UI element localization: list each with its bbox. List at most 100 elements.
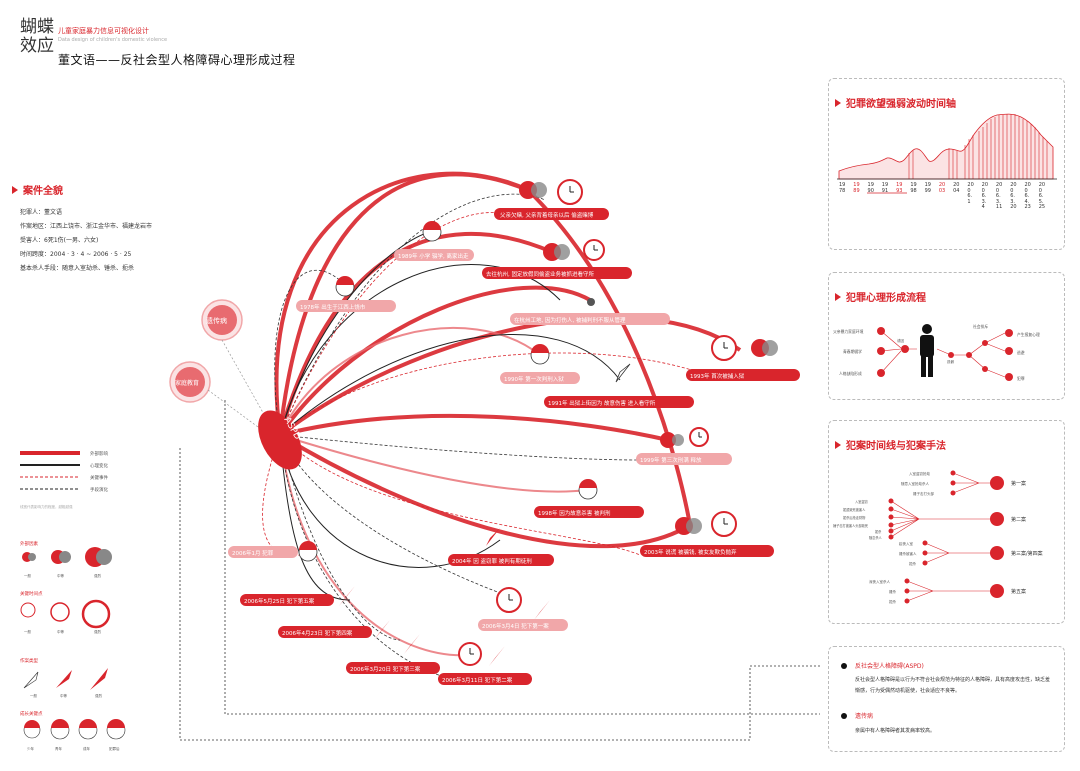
curve — [279, 434, 351, 601]
clock-icon — [20, 602, 36, 618]
head-icon — [78, 719, 98, 740]
case-info: 犯罪人：董文语 作案地区：江西上饶市、浙江金华市、福建龙岩市 受害人：6死1伤(… — [20, 206, 152, 276]
flow-title: 犯罪心理形成流程 — [835, 289, 926, 304]
genetic-label: 遗传病 — [206, 316, 227, 325]
genetic-title: 遗传病 — [855, 713, 874, 720]
case-line: 基本杀人手段：随意入室劫杀、锤杀、扼杀 — [20, 265, 135, 272]
flow-label: 父亲暴力家庭环境 — [833, 329, 864, 334]
event-label: 1990年 第一次判刑入狱 — [504, 375, 564, 383]
case-label: 第五案 — [1011, 588, 1026, 595]
curve — [279, 434, 589, 493]
method-label: 锤子击打被害人头部致死 — [833, 523, 869, 528]
curve — [279, 434, 521, 601]
method-label: 扼颈致死被害人 — [843, 507, 866, 512]
curve — [278, 433, 692, 549]
event-label-bg — [448, 554, 554, 566]
method-label: 入室盗窃 — [855, 499, 868, 504]
marker-grey — [672, 434, 684, 446]
legend-item: 成年 — [83, 746, 90, 751]
timeline-chart — [837, 113, 1057, 194]
curve — [279, 434, 641, 556]
event-label: 2006年3月4日 犯下第一案 — [482, 622, 549, 630]
event-label-bg — [640, 545, 774, 557]
event-label-bg — [636, 453, 732, 465]
flow-dots — [877, 327, 1013, 381]
timeline-year-tick: 2006.1 — [967, 182, 974, 205]
knife-icon — [56, 670, 72, 688]
legend-group-title: 外部因素 — [20, 540, 38, 547]
event-label: 2003年 说谎 被骗钱, 被女友欺负抛弃 — [644, 548, 737, 556]
family-label: 家庭教育 — [175, 379, 199, 387]
marker-grey — [686, 518, 702, 534]
event-label: 1999年 第三次刑满 释放 — [640, 456, 702, 464]
knife-icons — [339, 363, 631, 666]
event-label: 1993年 首次被捕入狱 — [690, 372, 745, 380]
curve — [526, 188, 692, 526]
knife-icon — [489, 646, 505, 666]
legend: 外部影响 心理变化 关键事件 手段演化 线宽代表影响力的程度，越粗越强 外部因素… — [20, 450, 126, 751]
head-icon — [23, 720, 41, 739]
knife-icon — [90, 668, 108, 690]
timeline-year-tick: 2006.3.11 — [995, 182, 1003, 210]
clock-icon — [50, 602, 70, 622]
event-label-bg — [500, 372, 580, 384]
aspd-node[interactable] — [249, 403, 311, 476]
method-label: 扼杀 — [909, 561, 917, 566]
bullet-dot — [841, 713, 847, 719]
method-label: 随意杀人 — [869, 535, 883, 540]
event-label: 2006年5月25日 犯下第五案 — [244, 597, 315, 605]
case-line: 时间跨度：2004 · 3 · 4 ~ 2006 · 5 · 25 — [20, 251, 132, 258]
timeline-year-tick: 1998 — [910, 182, 917, 194]
timeline-year-tick: 1991 — [881, 182, 889, 194]
flow-label: 孤僻 — [947, 359, 955, 364]
aspd-text: 反社会型人格障碍是以行为不符合社会规范为特征的人格障碍，具有高度攻击性，缺乏羞惭… — [855, 677, 1051, 694]
event-label-bg — [296, 300, 396, 312]
connector-line — [179, 448, 820, 741]
marker-grey — [554, 244, 570, 260]
method-label: 锤子击打头部 — [913, 491, 934, 496]
legend-item: 强烈 — [94, 629, 101, 634]
triangle-icon — [835, 292, 841, 301]
clock-hand — [508, 594, 513, 601]
bullet-dot — [841, 663, 847, 669]
legend-label: 心理变化 — [90, 462, 108, 469]
curve — [279, 352, 721, 436]
curve — [278, 315, 742, 437]
curve — [279, 193, 546, 436]
event-label: 1978年 出生于江西上饶市 — [300, 303, 366, 311]
flow-diagram: 父亲暴力家庭环境 青春期辍学 人格缺陷形成 诱因 孤僻 社会排斥 产生报复心理 … — [833, 324, 1040, 381]
event-label-bg — [478, 619, 568, 631]
knife-icon — [374, 620, 390, 640]
head-icon — [298, 541, 318, 562]
methods-title-text: 犯案时间线与犯案手法 — [846, 441, 946, 452]
legend-dot — [28, 553, 36, 561]
method-label: 趁夜入室 — [899, 541, 913, 546]
event-markers — [519, 181, 778, 535]
timeline-year-tick: 1978 — [839, 182, 846, 194]
curve — [279, 434, 471, 657]
knife-icon — [486, 528, 500, 546]
methods-title: 犯案时间线与犯案手法 — [835, 437, 946, 452]
event-label-bg — [240, 594, 334, 606]
legend-group-title: 关键时间点 — [20, 590, 43, 597]
curve — [278, 231, 553, 436]
case-line: 受害人：6死1伤(一男、六女) — [20, 237, 99, 244]
timeline-year-tick: 2004 — [953, 182, 960, 194]
influence-curves — [274, 171, 742, 549]
connector-line — [221, 339, 271, 426]
event-label: 在杭州工地, 因为打伤人, 被捕判刑不服从管理 — [514, 316, 626, 324]
curve — [278, 285, 591, 437]
knife-icon — [615, 363, 631, 383]
timeline-area — [838, 113, 1054, 180]
method-label: 入室盗窃抢劫 — [909, 471, 930, 476]
event-label: 1989年 小学 辍学, 离家出走 — [398, 252, 469, 260]
head-icon — [335, 276, 355, 297]
event-label-bg — [346, 662, 440, 674]
triangle-icon — [835, 98, 841, 107]
knife-icon — [339, 586, 355, 606]
clock-hand — [723, 342, 728, 349]
clock-hand — [698, 432, 702, 438]
case-label: 第二案 — [1011, 516, 1026, 523]
head-icon — [578, 479, 598, 500]
event-label-bg — [534, 506, 644, 518]
